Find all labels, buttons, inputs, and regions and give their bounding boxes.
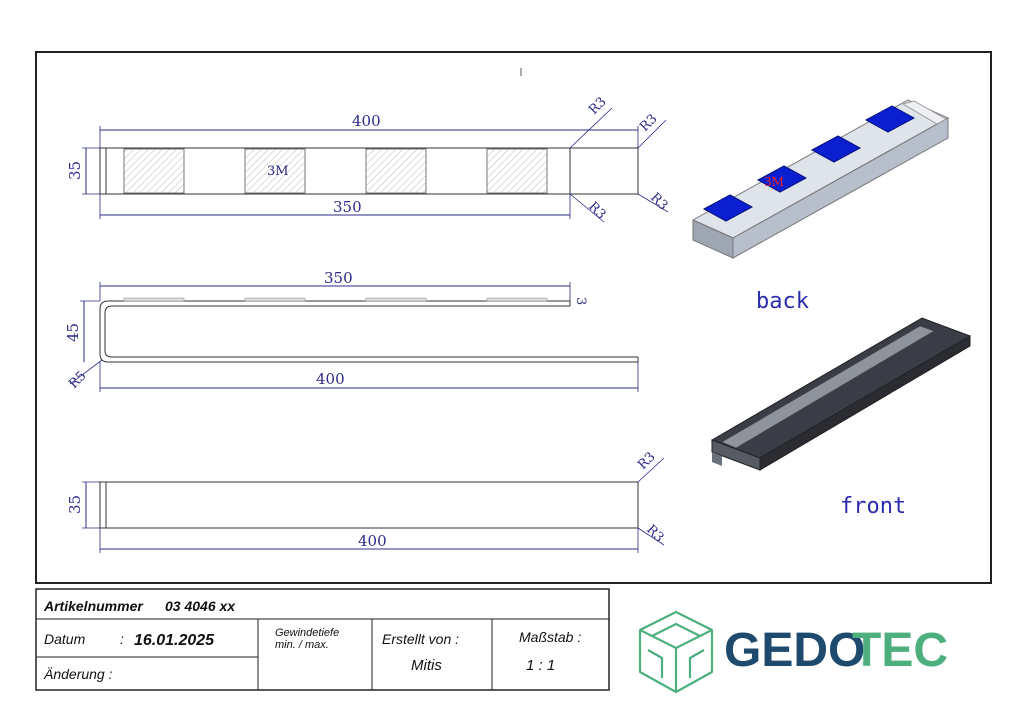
logo-text-tec: TEC bbox=[852, 624, 948, 677]
scale-label: Maßstab : bbox=[519, 629, 581, 645]
iso-pad-1 bbox=[702, 194, 754, 222]
pad-1 bbox=[123, 148, 185, 194]
article-label: Artikelnummer bbox=[43, 598, 144, 614]
dim-side-full: 400 bbox=[316, 370, 345, 388]
pad-2 bbox=[244, 148, 306, 194]
top-view: 3M 400 350 35 R3 R3 R3 R3 bbox=[66, 94, 671, 222]
dim-top-length: 400 bbox=[352, 112, 381, 130]
date-label: Datum bbox=[44, 631, 86, 647]
title-block: Artikelnummer 03 4046 xx Datum : 16.01.2… bbox=[35, 588, 610, 691]
gedotec-cube-icon bbox=[638, 610, 714, 694]
radius-bottom-2: R3 bbox=[647, 190, 670, 213]
radius-front-2: R3 bbox=[643, 522, 666, 545]
dim-front-height: 35 bbox=[66, 495, 84, 514]
gedotec-logo: GEDO TEC bbox=[638, 610, 948, 694]
radius-top-2: R3 bbox=[637, 111, 660, 134]
radius-top-1: R3 bbox=[586, 94, 609, 117]
dim-front-length: 400 bbox=[358, 532, 387, 550]
iso-pad-label: 3M bbox=[764, 175, 784, 189]
iso-front-view: front bbox=[710, 317, 972, 519]
created-by-label: Erstellt von : bbox=[382, 631, 459, 647]
dim-side-height: 45 bbox=[64, 323, 82, 342]
scale-value: 1 : 1 bbox=[526, 657, 555, 674]
iso-back-view: 3M back bbox=[691, 99, 950, 314]
change-label: Änderung : bbox=[43, 666, 113, 682]
article-number: 03 4046 xx bbox=[165, 598, 236, 614]
back-label: back bbox=[756, 289, 809, 314]
thread-depth-label: Gewindetiefe bbox=[275, 627, 339, 639]
date-value: 16.01.2025 bbox=[134, 632, 215, 649]
created-by-value: Mitis bbox=[411, 657, 442, 674]
front-view: 400 35 R3 R3 bbox=[66, 449, 667, 553]
pad-label: 3M bbox=[267, 164, 289, 179]
dim-top-height: 35 bbox=[66, 161, 84, 180]
iso-pad-4 bbox=[864, 105, 916, 133]
radius-bottom-1: R3 bbox=[585, 199, 608, 222]
dim-side-thickness: 3 bbox=[573, 297, 588, 305]
pad-4 bbox=[486, 148, 548, 194]
thread-depth-minmax: min. / max. bbox=[275, 639, 329, 651]
date-separator: : bbox=[120, 631, 124, 647]
drawing-border bbox=[35, 51, 992, 584]
dim-top-inner: 350 bbox=[333, 198, 362, 216]
iso-pad-3 bbox=[810, 135, 862, 163]
pad-3 bbox=[365, 148, 427, 194]
iso-pad-2 bbox=[756, 165, 808, 193]
logo-text-gedo: GEDO bbox=[724, 624, 865, 677]
dim-side-length: 350 bbox=[324, 269, 353, 287]
front-label: front bbox=[840, 494, 906, 519]
side-view: 350 400 45 R5 3 bbox=[64, 269, 639, 392]
radius-front-1: R3 bbox=[635, 449, 658, 472]
